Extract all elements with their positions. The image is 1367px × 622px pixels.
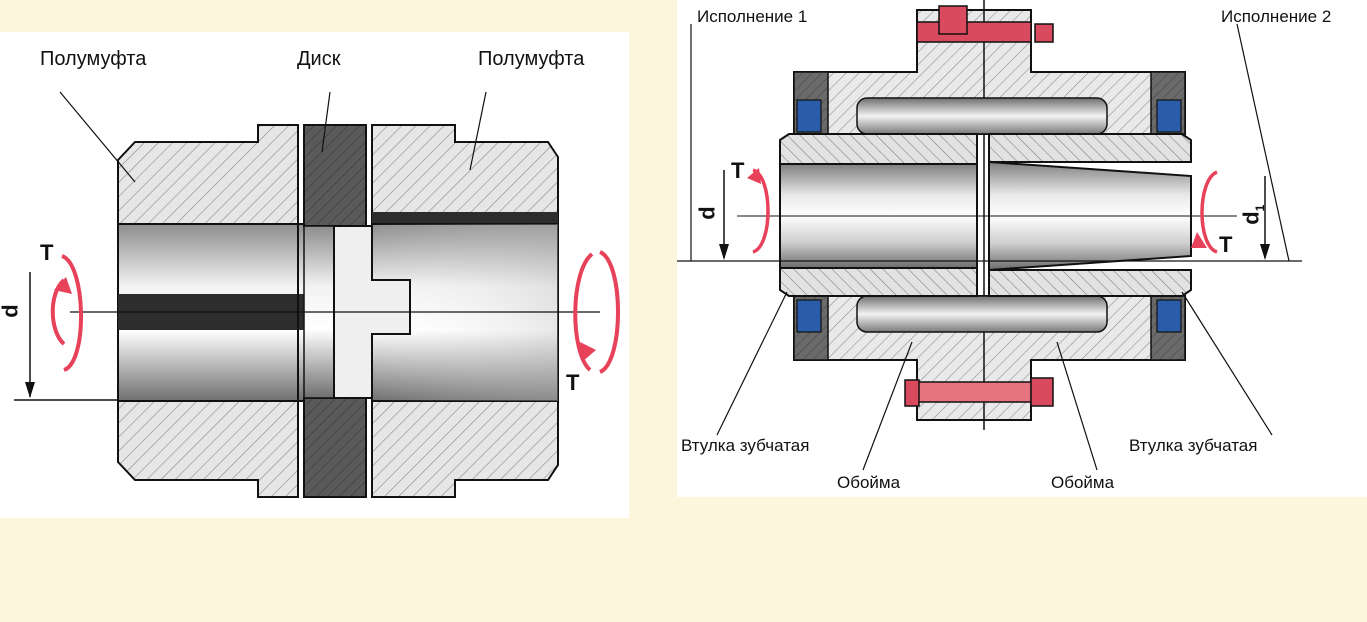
disk-bottom xyxy=(303,397,367,498)
right-half-coupling-top xyxy=(371,124,559,225)
toothed-sleeve-left-top xyxy=(779,133,978,165)
label-version-1: Исполнение 1 xyxy=(697,7,808,26)
left-coupling-figure: Полумуфта Диск Полумуфта T T d xyxy=(0,32,629,518)
disk-top xyxy=(303,124,367,227)
bolt-bottom xyxy=(904,377,1054,407)
label-toothed-sleeve-left: Втулка зубчатая xyxy=(681,436,810,455)
label-torque-right: T xyxy=(1219,232,1233,257)
label-cage-left: Обойма xyxy=(837,473,901,492)
right-half-coupling-bottom xyxy=(371,400,559,498)
torque-arrow-right xyxy=(573,250,620,374)
bolt-top xyxy=(916,5,1054,43)
torque-arrow-right xyxy=(1191,170,1218,254)
seal-bottom-right xyxy=(1156,299,1182,333)
toothed-sleeve-right-bottom xyxy=(988,269,1192,297)
left-coupling-drawing xyxy=(14,91,620,498)
toothed-sleeve-right-top xyxy=(988,133,1192,163)
torque-arrow-left xyxy=(747,168,770,254)
label-disk: Диск xyxy=(297,48,341,70)
label-diameter-1-subscript: 1 xyxy=(1252,204,1267,212)
label-torque-left: T xyxy=(40,240,54,265)
label-torque-left: T xyxy=(731,158,745,183)
torque-arrow-left xyxy=(50,254,84,372)
toothed-sleeve-left-bottom xyxy=(779,267,978,297)
label-half-coupling-left: Полумуфта xyxy=(40,48,147,70)
right-coupling-figure: Исполнение 1 Исполнение 2 T T d d1 Втулк… xyxy=(677,0,1367,497)
left-half-coupling-bottom xyxy=(117,400,299,498)
teeth-bottom xyxy=(856,295,1108,333)
seal-top-left xyxy=(796,99,822,133)
seal-top-right xyxy=(1156,99,1182,133)
label-torque-right: T xyxy=(566,370,580,395)
label-version-2: Исполнение 2 xyxy=(1221,7,1332,26)
label-toothed-sleeve-right: Втулка зубчатая xyxy=(1129,436,1258,455)
label-cage-right: Обойма xyxy=(1051,473,1115,492)
label-half-coupling-right: Полумуфта xyxy=(478,48,585,70)
right-coupling-drawing xyxy=(677,0,1302,471)
label-diameter: d xyxy=(694,206,720,220)
left-half-coupling-top xyxy=(117,124,299,225)
teeth-top xyxy=(856,97,1108,135)
label-diameter: d xyxy=(0,304,23,318)
seal-bottom-left xyxy=(796,299,822,333)
label-diameter-1: d1 xyxy=(1238,204,1267,225)
